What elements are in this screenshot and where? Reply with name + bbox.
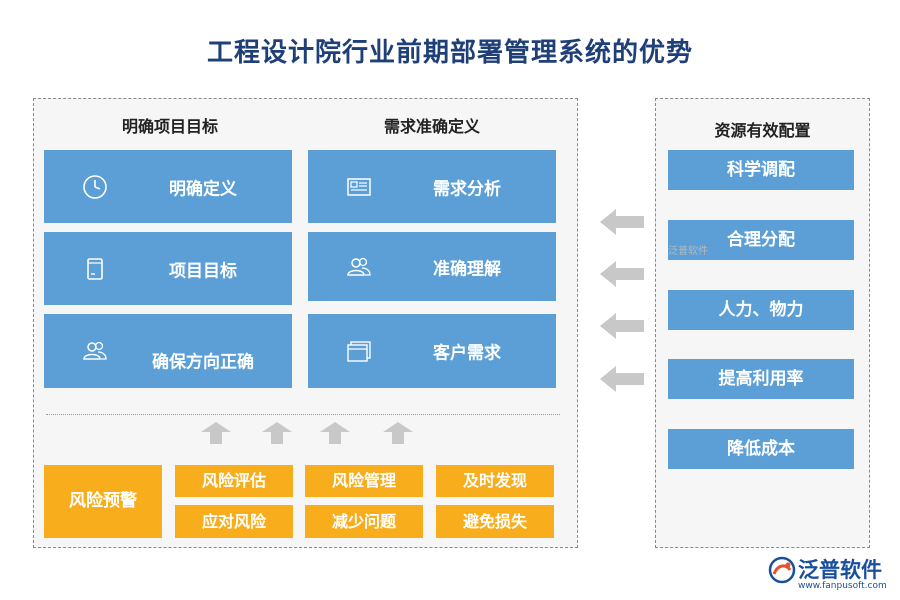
card-requirement-analysis: 需求分析 [308,150,556,223]
risk-cell: 风险管理 [305,465,423,497]
card-label: 准确理解 [433,259,501,279]
col2-heading: 需求准确定义 [383,117,480,136]
col1-heading: 明确项目目标 [121,117,218,136]
risk-cell: 应对风险 [175,505,293,538]
document-icon [87,257,103,280]
resource-item: 合理分配 [668,220,854,260]
card-label: 确保方向正确 [152,352,254,373]
window-icon [347,341,371,362]
risk-cell: 风险评估 [175,465,293,497]
arrow-left-icon [600,209,644,235]
card-label: 客户需求 [433,343,501,364]
card-customer-needs: 客户需求 [308,314,556,388]
risk-cell: 及时发现 [436,465,554,497]
arrow-left-icon [600,313,644,339]
watermark: 泛普软件 [668,246,708,257]
brand-logo: 泛普软件 www.fanpusoft.com [768,554,896,594]
people-icon [83,341,107,360]
resource-item: 降低成本 [668,429,854,469]
card-correct-direction: 确保方向正确 [44,314,292,388]
card-accurate-understanding: 准确理解 [308,232,556,301]
people-icon [347,257,371,276]
arrow-left-icon [600,366,644,392]
card-project-goal: 项目目标 [44,232,292,305]
page-title: 工程设计院行业前期部署管理系统的优势 [206,38,693,68]
risk-warning: 风险预警 [44,465,162,538]
arrow-left-icon [600,261,644,287]
resource-item: 人力、物力 [668,290,854,330]
resource-heading: 资源有效配置 [714,121,811,140]
card-label: 需求分析 [433,179,501,199]
card-label: 明确定义 [169,179,237,199]
logo-brand-text: 泛普软件 [798,558,882,582]
logo-url: www.fanpusoft.com [798,581,887,591]
divider [46,414,560,415]
clock-icon [83,174,107,199]
brand-mark-icon [768,556,796,584]
risk-cell: 避免损失 [436,505,554,538]
card-label: 项目目标 [169,261,237,281]
report-icon [347,177,371,196]
resource-item: 提高利用率 [668,359,854,399]
arrow-up-icon [201,422,231,444]
risk-cell: 减少问题 [305,505,423,538]
resource-item: 科学调配 [668,150,854,190]
arrow-up-icon [320,422,350,444]
arrow-up-icon [383,422,413,444]
card-clear-definition: 明确定义 [44,150,292,223]
arrow-up-icon [262,422,292,444]
